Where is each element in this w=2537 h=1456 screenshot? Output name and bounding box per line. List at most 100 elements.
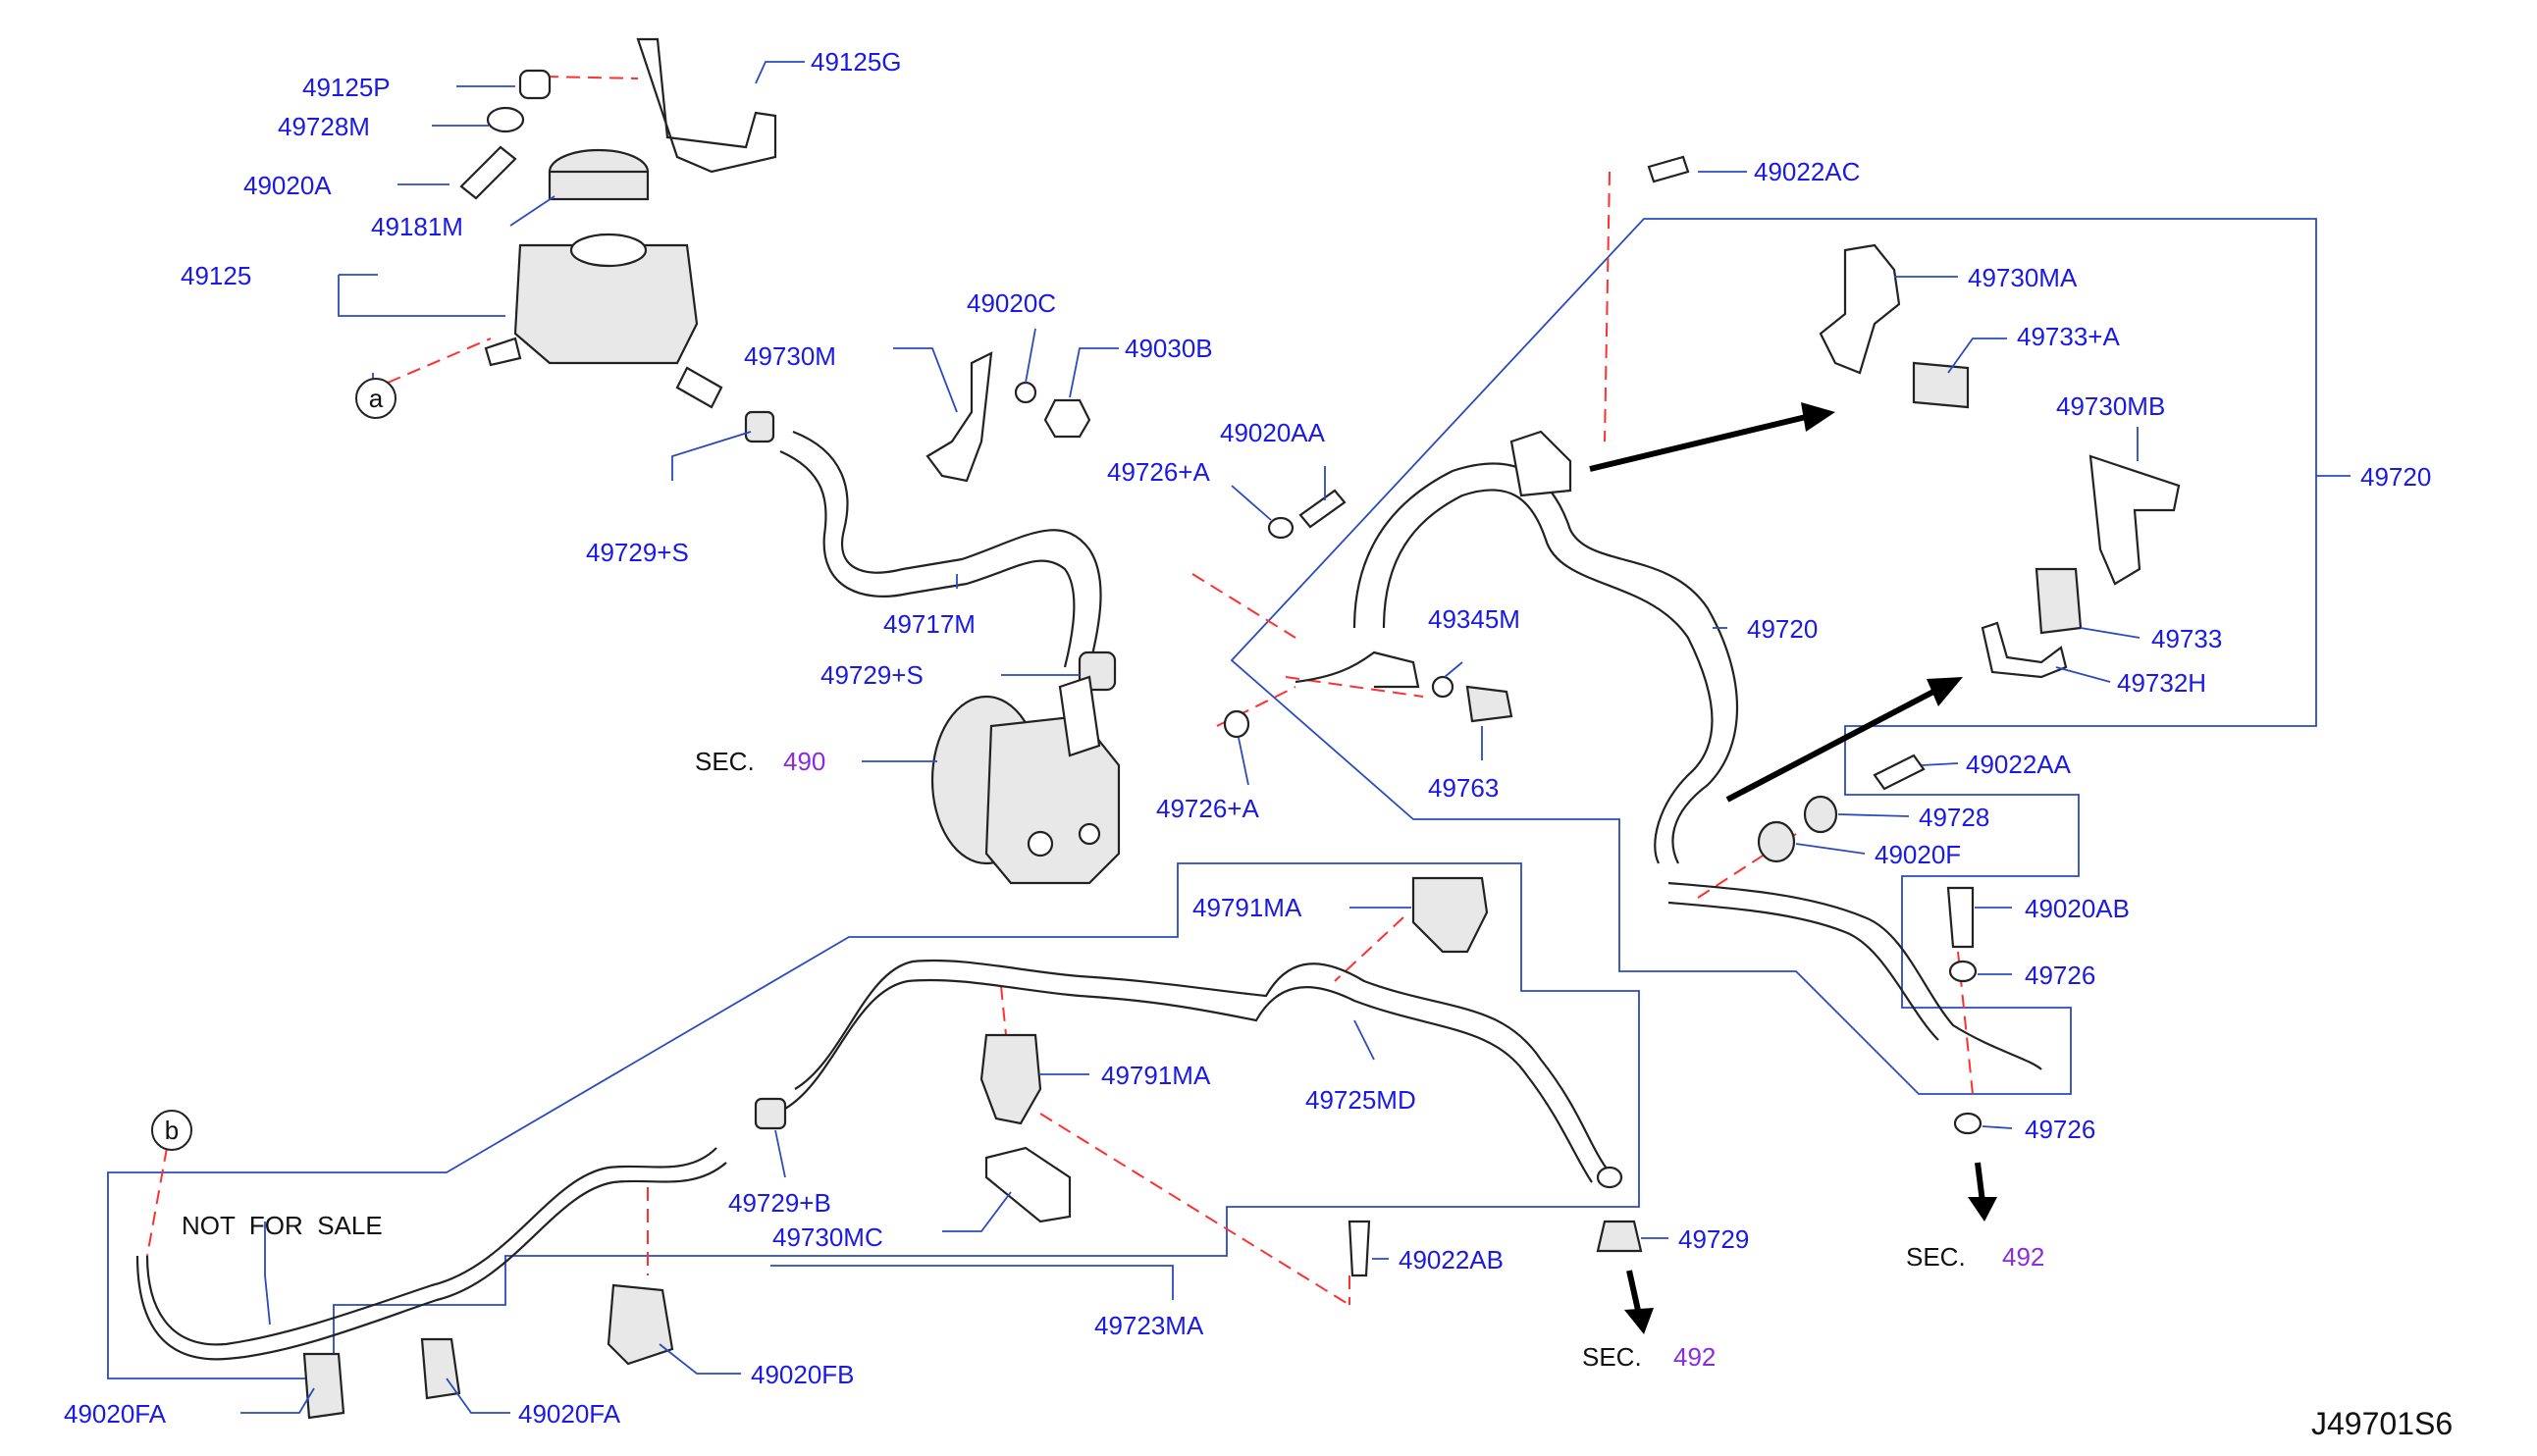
sec490-number[interactable]: 490 bbox=[783, 747, 825, 776]
frame-49720-assembly bbox=[1230, 218, 2317, 1095]
callout-49125P[interactable]: 49125P bbox=[302, 73, 391, 102]
marker-a-text: a bbox=[369, 384, 384, 413]
callout-49730MA[interactable]: 49730MA bbox=[1968, 263, 2078, 292]
bracket-49730MC bbox=[984, 1146, 1072, 1223]
nut-49030B bbox=[1043, 398, 1091, 439]
hose-49717M bbox=[792, 430, 1102, 668]
callout-49791MA-mid[interactable]: 49791MA bbox=[1101, 1061, 1211, 1090]
callout-49729[interactable]: 49729 bbox=[1678, 1224, 1749, 1254]
clip-49791MA-top bbox=[1411, 876, 1489, 954]
clamp-49729B bbox=[754, 1097, 787, 1130]
callout-49729S-top[interactable]: 49729+S bbox=[586, 538, 689, 567]
washer-49726-a bbox=[1948, 960, 1978, 983]
callout-49720-hose[interactable]: 49720 bbox=[1747, 614, 1818, 644]
pipe-49725MD bbox=[794, 959, 1611, 1173]
grommet-49125P bbox=[518, 69, 552, 100]
callout-49125G[interactable]: 49125G bbox=[811, 47, 902, 77]
callout-49020AB[interactable]: 49020AB bbox=[2025, 894, 2130, 923]
clip-49020FA-left bbox=[302, 1352, 345, 1420]
callout-49791MA-top[interactable]: 49791MA bbox=[1192, 893, 1302, 922]
reservoir-group bbox=[459, 37, 777, 409]
callout-49020FA-left[interactable]: 49020FA bbox=[64, 1399, 167, 1429]
callout-49022AA[interactable]: 49022AA bbox=[1966, 750, 2072, 779]
bolt-49020AA bbox=[1298, 489, 1347, 529]
assembly-frames bbox=[107, 218, 2317, 1379]
oring-49345M bbox=[1431, 675, 1454, 699]
callout-49125[interactable]: 49125 bbox=[181, 261, 251, 290]
callout-49020C[interactable]: 49020C bbox=[967, 288, 1056, 318]
callout-49726A-top[interactable]: 49726+A bbox=[1107, 457, 1210, 487]
clamp-49732H bbox=[1981, 621, 2068, 679]
direction-arrows bbox=[1589, 402, 1997, 1334]
leader-lines bbox=[174, 61, 2351, 1414]
pipe-49723MA bbox=[145, 1147, 717, 1346]
bracket-49730MB bbox=[2088, 454, 2181, 586]
callout-49720-right[interactable]: 49720 bbox=[2360, 462, 2431, 492]
sec492-mid-prefix: SEC. bbox=[1582, 1342, 1642, 1372]
callout-49733[interactable]: 49733 bbox=[2151, 624, 2222, 653]
pressure-hose-group bbox=[1223, 155, 1738, 864]
clamp-49020F bbox=[1757, 820, 1796, 863]
callout-49729S-mid[interactable]: 49729+S bbox=[820, 660, 924, 690]
callout-49728[interactable]: 49728 bbox=[1919, 803, 1989, 832]
return-line-right bbox=[1667, 754, 2042, 1135]
bracket-49730MA bbox=[1819, 243, 1901, 375]
reference-markers: a b bbox=[151, 378, 396, 1151]
callout-49022AB[interactable]: 49022AB bbox=[1399, 1245, 1504, 1274]
callout-49730MC[interactable]: 49730MC bbox=[772, 1222, 883, 1252]
reservoir-49125 bbox=[513, 243, 699, 365]
bolt-49022AC bbox=[1647, 155, 1690, 183]
sensor-49763 bbox=[1465, 685, 1513, 723]
washer-49728M bbox=[486, 106, 525, 133]
not-for-sale-note: NOT FOR SALE bbox=[182, 1211, 383, 1240]
bolt-49020AB bbox=[1946, 886, 1975, 949]
washer-49726A-top bbox=[1267, 516, 1295, 540]
sec490-prefix: SEC. bbox=[695, 747, 755, 776]
marker-b bbox=[151, 1110, 192, 1151]
callout-49726-a[interactable]: 49726 bbox=[2025, 961, 2095, 990]
pump-group bbox=[930, 675, 1121, 885]
callout-49022AC[interactable]: 49022AC bbox=[1754, 157, 1860, 186]
clamp-49729S-top bbox=[744, 410, 775, 443]
sec492-right-prefix: SEC. bbox=[1906, 1242, 1966, 1272]
callout-49717M[interactable]: 49717M bbox=[883, 609, 976, 639]
callout-49730M[interactable]: 49730M bbox=[744, 341, 836, 371]
callout-49181M[interactable]: 49181M bbox=[371, 212, 463, 241]
cooler-pipe-group bbox=[135, 876, 1643, 1420]
callout-49723MA[interactable]: 49723MA bbox=[1094, 1311, 1204, 1340]
sec492-right-number[interactable]: 492 bbox=[2002, 1242, 2044, 1272]
clip-49020FB bbox=[607, 1283, 674, 1366]
callout-49020A[interactable]: 49020A bbox=[243, 171, 332, 200]
clamp-49729 bbox=[1596, 1220, 1643, 1253]
callout-49020FB[interactable]: 49020FB bbox=[751, 1360, 855, 1389]
insulator-49733 bbox=[2035, 567, 2083, 635]
hose-49720 bbox=[1352, 462, 1738, 864]
washer-49726A-bot bbox=[1223, 709, 1250, 739]
callout-49020FA-right[interactable]: 49020FA bbox=[518, 1399, 621, 1429]
callout-49030B[interactable]: 49030B bbox=[1125, 334, 1213, 363]
callout-49020AA[interactable]: 49020AA bbox=[1220, 418, 1326, 447]
section-references: SEC. 490 SEC. 492 SEC. 492 bbox=[695, 747, 2044, 1372]
washer-49020C bbox=[1014, 381, 1037, 404]
bracket-group-right bbox=[1819, 243, 2181, 679]
callout-49726A-bot[interactable]: 49726+A bbox=[1156, 794, 1259, 823]
callout-49732H[interactable]: 49732H bbox=[2117, 668, 2206, 698]
bracket-49125G bbox=[636, 37, 777, 174]
supply-hose-group bbox=[744, 351, 1117, 692]
bracket-49730M bbox=[925, 351, 993, 483]
washer-49726-b bbox=[1953, 1112, 1982, 1135]
callout-49729B[interactable]: 49729+B bbox=[728, 1188, 831, 1218]
callout-49733A[interactable]: 49733+A bbox=[2017, 322, 2120, 351]
callout-49730MB[interactable]: 49730MB bbox=[2056, 391, 2165, 421]
callout-49020F[interactable]: 49020F bbox=[1875, 840, 1961, 869]
callout-49345M[interactable]: 49345M bbox=[1428, 604, 1520, 634]
bolt-49020A bbox=[459, 145, 517, 200]
washer-49728 bbox=[1803, 795, 1838, 834]
callout-49763[interactable]: 49763 bbox=[1428, 773, 1499, 803]
callout-49728M[interactable]: 49728M bbox=[278, 112, 370, 141]
sec492-mid-number[interactable]: 492 bbox=[1673, 1342, 1716, 1372]
callout-49726-b[interactable]: 49726 bbox=[2025, 1115, 2095, 1144]
callout-49725MD[interactable]: 49725MD bbox=[1305, 1085, 1416, 1115]
